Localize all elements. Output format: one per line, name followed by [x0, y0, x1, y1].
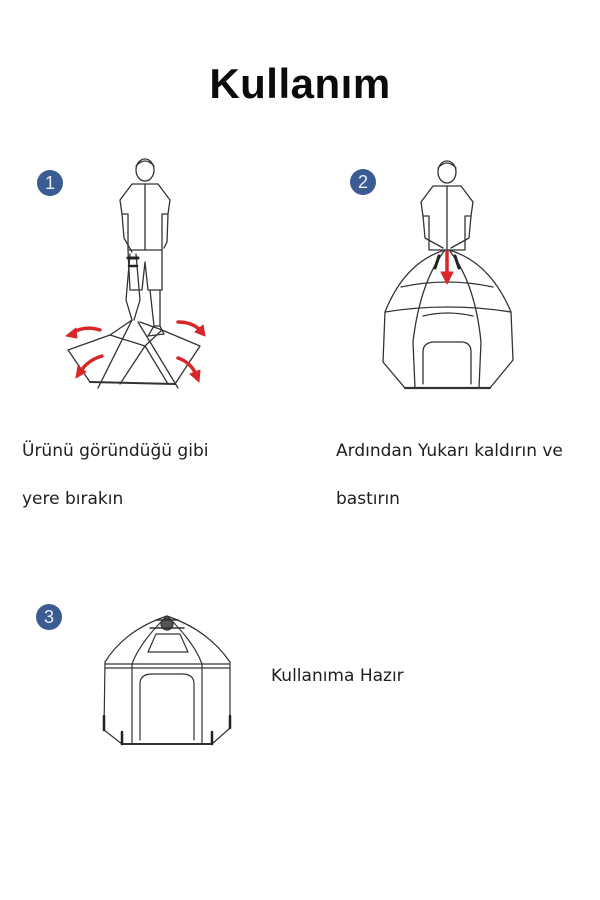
step-3-badge: 3: [36, 604, 62, 630]
step-2-caption: Ardından Yukarı kaldırın ve bastırın: [336, 415, 563, 535]
step-2-illustration: [365, 152, 545, 400]
page-title: Kullanım: [209, 60, 391, 107]
step-3-caption: Kullanıma Hazır: [271, 666, 404, 686]
step-1-illustration: [50, 150, 230, 400]
step-1-caption: Ürünü göründüğü gibi yere bırakın: [22, 415, 208, 535]
step-2-caption-line-1: Ardından Yukarı kaldırın ve: [336, 441, 563, 461]
step-1-caption-line-1: Ürünü göründüğü gibi: [22, 441, 209, 461]
step-2-badge: 2: [350, 169, 376, 195]
step-2-caption-line-2: bastırın: [336, 489, 400, 509]
step-1-badge: 1: [37, 170, 63, 196]
step-3-illustration: [100, 612, 235, 747]
step-1-caption-line-2: yere bırakın: [22, 489, 124, 509]
